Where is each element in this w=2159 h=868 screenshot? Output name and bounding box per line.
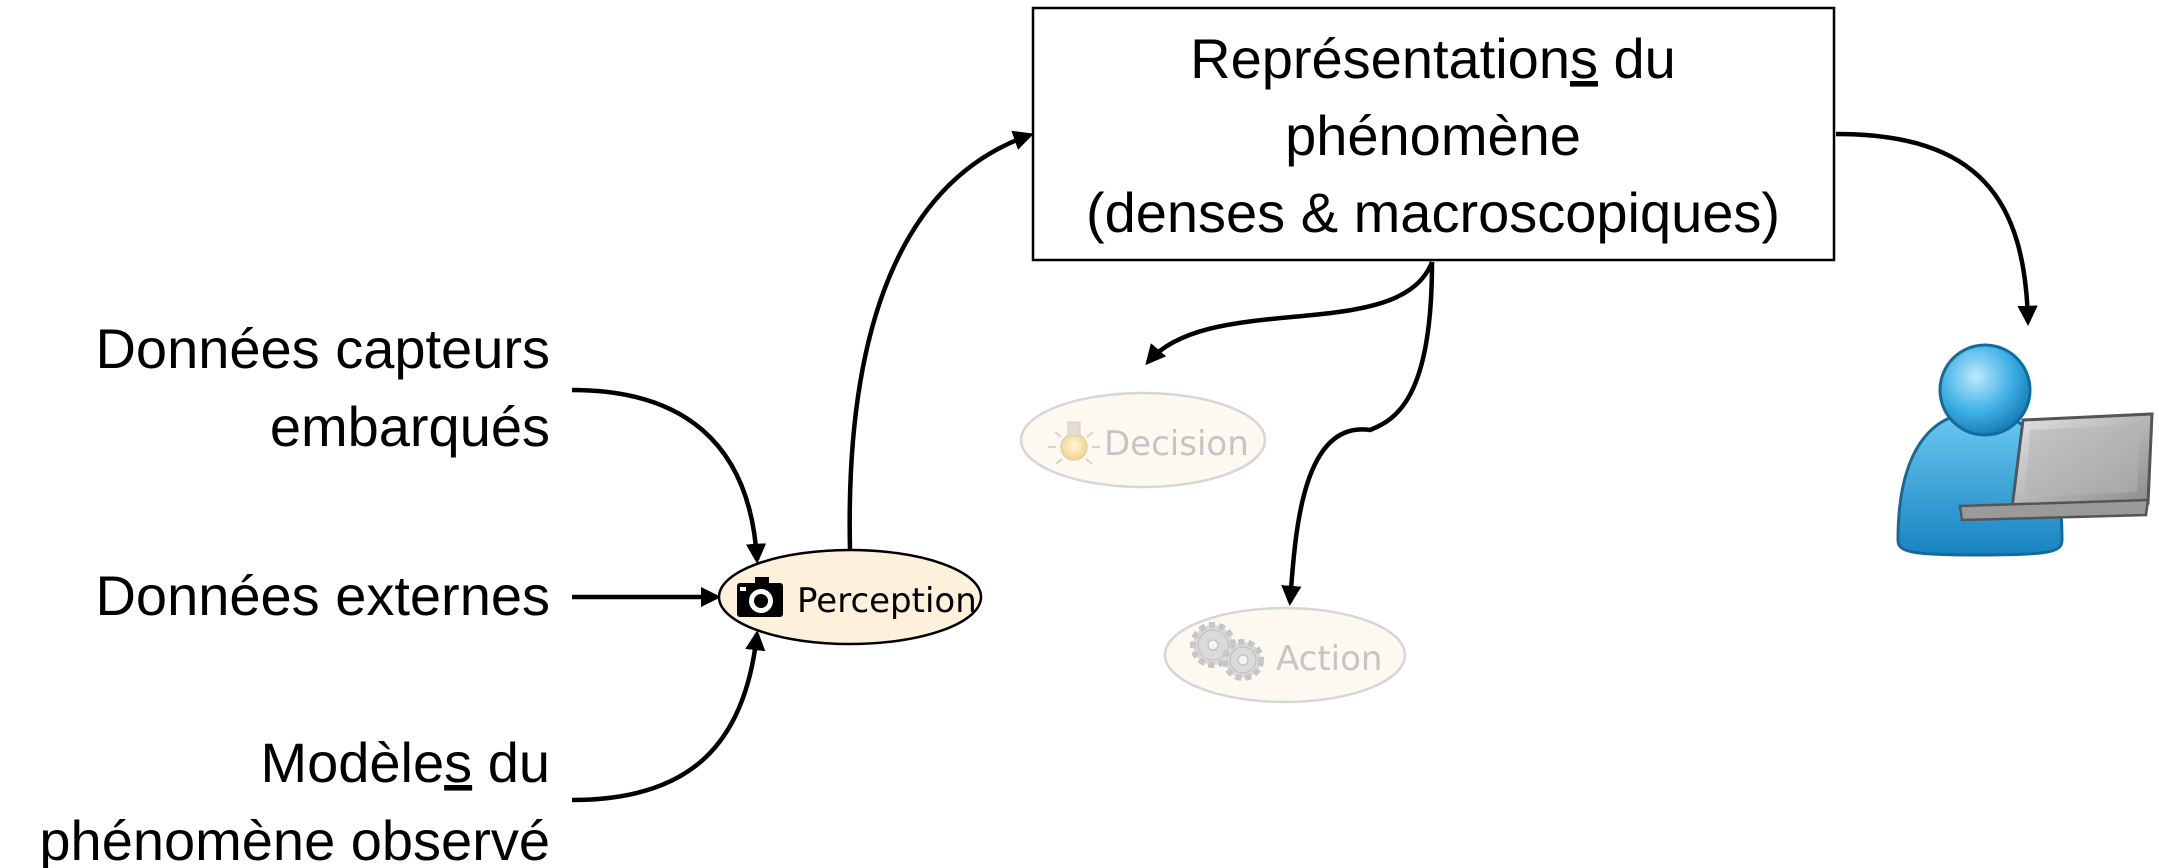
arrow-models-to-perception [571, 629, 766, 803]
representations-title-line1: Représentations du [1190, 27, 1676, 90]
arrow-representations-to-user [1835, 131, 2038, 327]
user-head [1938, 343, 2032, 437]
sensor-data-label-line1: Données capteurs [95, 317, 550, 380]
camera-icon [737, 577, 783, 617]
arrow-representations-to-decision [1145, 261, 1435, 366]
models-label-line1: Modèles du [260, 731, 550, 794]
perception-label: Perception [797, 581, 977, 621]
arrow-representations-to-action [1281, 261, 1435, 607]
action-node[interactable]: Action [1163, 606, 1407, 704]
representations-title-line3: (denses & macroscopiques) [1086, 181, 1780, 244]
decision-label: Decision [1104, 424, 1249, 464]
models-label-line2: phénomène observé [39, 809, 550, 868]
decision-node[interactable]: Decision [1019, 391, 1267, 489]
perception-oval [717, 548, 983, 646]
decision-oval [1019, 391, 1267, 489]
action-label: Action [1276, 639, 1382, 679]
arrow-perception-to-representations [847, 130, 1034, 551]
user-with-laptop-icon [1896, 343, 2154, 557]
arrow-sensor-to-perception [571, 387, 767, 565]
representations-box [1031, 6, 1836, 262]
perception-node[interactable]: Perception [717, 548, 983, 646]
sensor-data-label-line2: embarqués [270, 395, 550, 458]
lightbulb-icon [1048, 421, 1100, 465]
representations-title-line2: phénomène [1285, 104, 1581, 167]
laptop-base [1958, 498, 2150, 522]
gears-icon [1190, 622, 1264, 681]
external-data-label: Données externes [95, 564, 550, 627]
